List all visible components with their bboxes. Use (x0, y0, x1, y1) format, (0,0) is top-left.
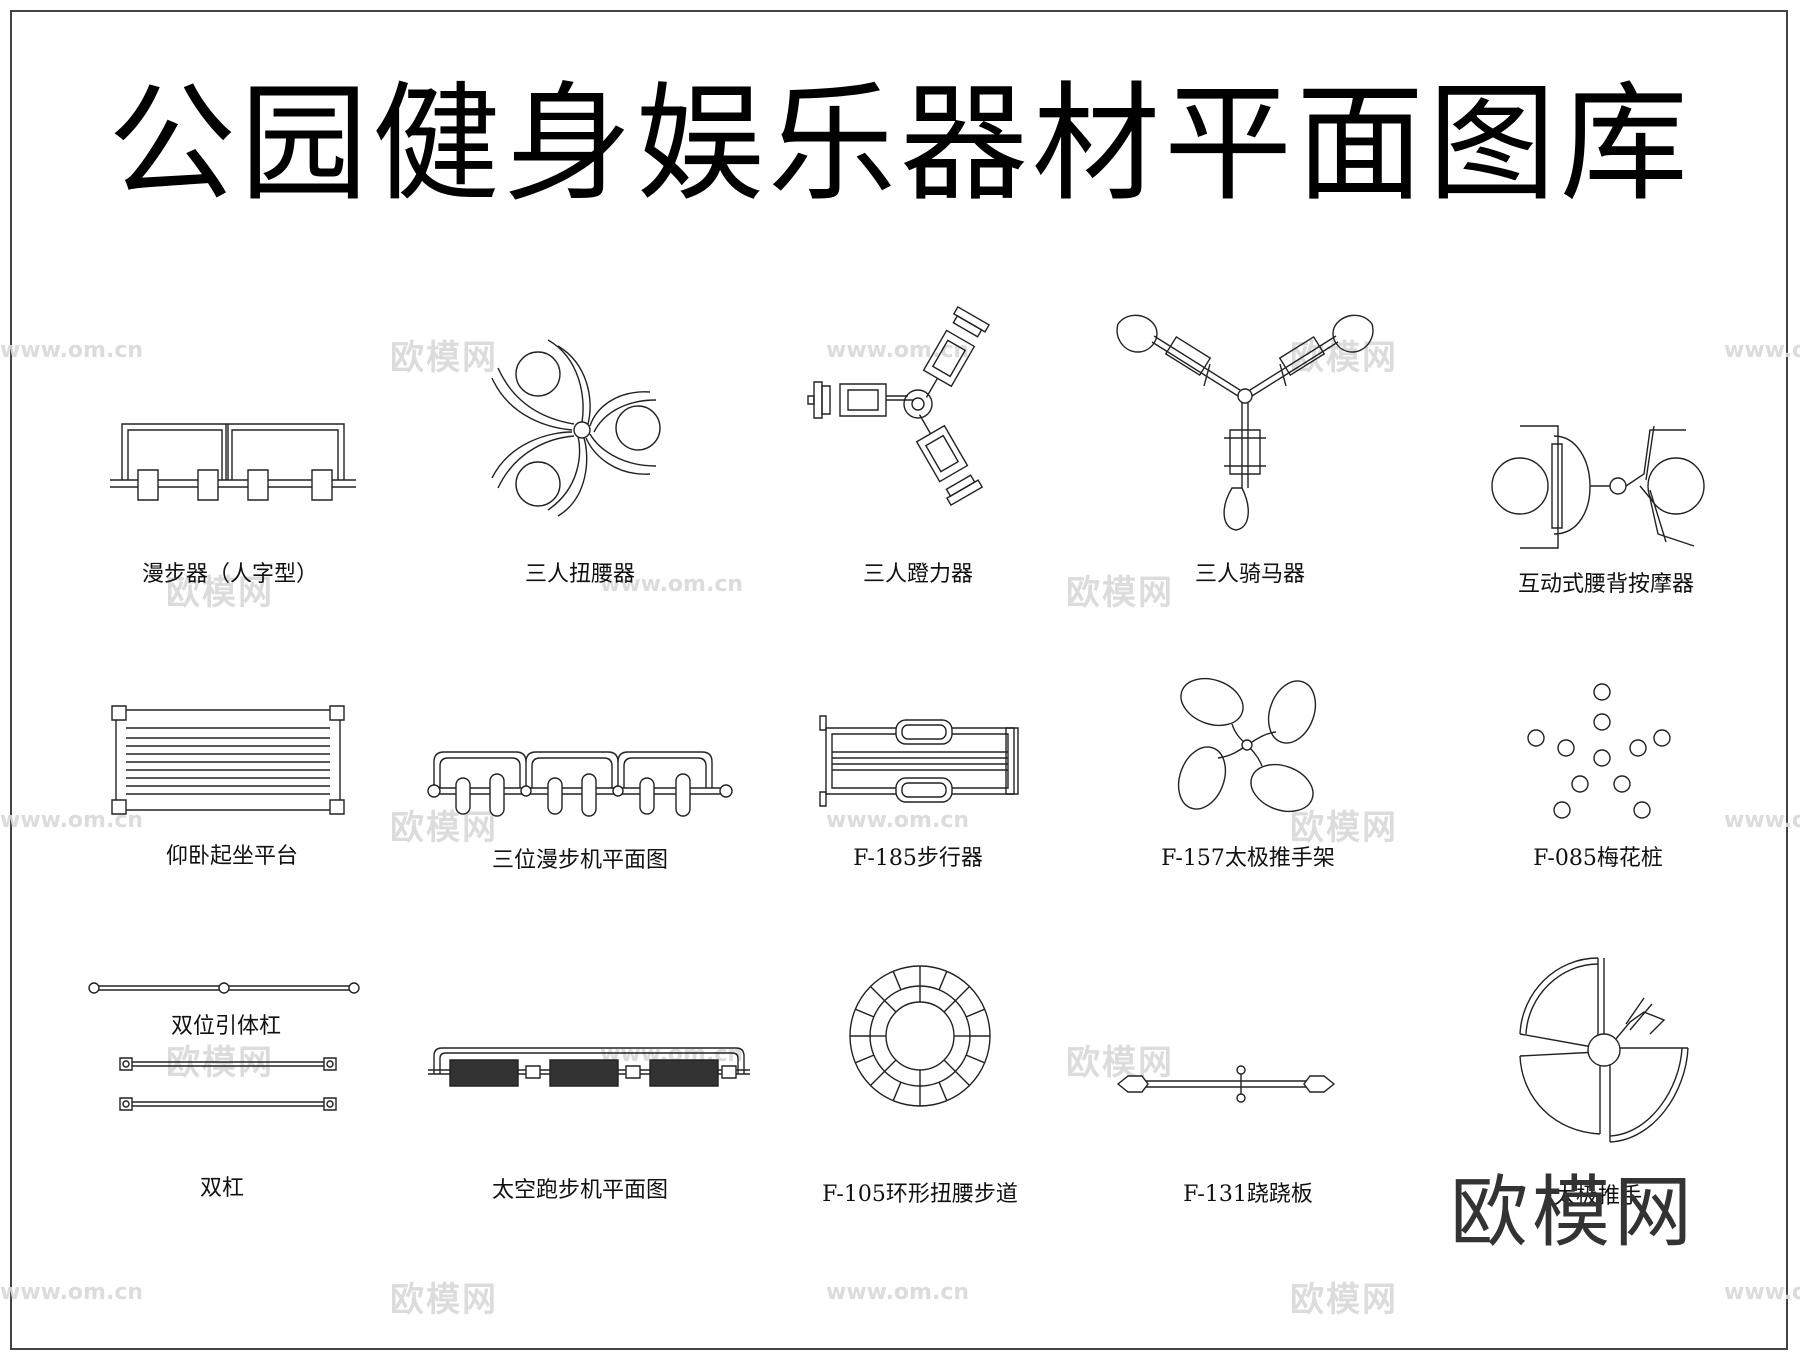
triple-walker-icon (426, 748, 736, 820)
watermark-url: www.om.cn (600, 572, 744, 597)
taichi-pusher-icon (1514, 952, 1694, 1146)
back-massager-icon (1490, 424, 1708, 550)
watermark-text: 欧模网 (166, 573, 274, 613)
watermark-text: 欧模网 (390, 338, 498, 378)
ring-path-icon (846, 962, 994, 1110)
watermark-url: www.om.cn (826, 808, 970, 833)
watermark-url: www.om.cn (1724, 1280, 1800, 1305)
horse-rider-icon (1112, 312, 1378, 548)
watermark-text: 欧模网 (1290, 338, 1398, 378)
item-label: 双位引体杠 (170, 1014, 281, 1039)
drawing-sheet (10, 10, 1788, 1350)
waist-twister-icon (490, 338, 670, 518)
item-label: F-105环形扭腰步道 (822, 1182, 1018, 1207)
item-label: 双杠 (199, 1176, 244, 1201)
item-label: F-185步行器 (853, 846, 983, 871)
item-label: F-157太极推手架 (1161, 846, 1335, 871)
pullup-bar-icon (86, 980, 362, 996)
watermark-text: 欧模网 (1066, 1043, 1174, 1083)
item-label: 三人扭腰器 (524, 562, 635, 587)
watermark-url: www.om.cn (0, 1280, 144, 1305)
watermark-text: 欧模网 (390, 808, 498, 848)
watermark-text: 欧模网 (390, 1280, 498, 1320)
watermark-text: 欧模网 (1290, 1280, 1398, 1320)
watermark-url: www.om.cn (826, 1280, 970, 1305)
watermark-text: 欧模网 (1066, 573, 1174, 613)
page-title: 公园健身娱乐器材平面图库 (107, 70, 1692, 219)
item-label: 三位漫步机平面图 (491, 848, 668, 873)
walker-y-icon (100, 410, 360, 510)
item-label: 太空跑步机平面图 (491, 1178, 668, 1203)
item-label: 三人蹬力器 (862, 562, 973, 587)
item-label: 仰卧起坐平台 (165, 844, 298, 869)
item-label: F-131跷跷板 (1183, 1182, 1313, 1207)
watermark-text: 欧模网 (166, 1043, 274, 1083)
watermark-url: www.om.cn (1724, 338, 1800, 363)
item-label: 太极推手 (1553, 1184, 1642, 1209)
taichi-wheel-icon (1172, 670, 1322, 820)
item-label: 漫步器（人字型） (141, 562, 318, 587)
watermark-url: www.om.cn (1724, 808, 1800, 833)
plum-posts-icon (1522, 678, 1672, 824)
brand-logo: 欧模网 (1449, 1168, 1696, 1258)
item-label: F-085梅花桩 (1533, 846, 1663, 871)
item-label: 互动式腰背按摩器 (1517, 572, 1694, 597)
watermark-url: www.om.cn (826, 338, 970, 363)
space-walker-icon (426, 1044, 752, 1092)
item-label: 三人骑马器 (1194, 562, 1305, 587)
leg-press-icon (808, 300, 1008, 520)
situp-bench-icon (112, 706, 344, 814)
watermark-text: 欧模网 (1290, 808, 1398, 848)
seesaw-icon (1116, 1064, 1336, 1104)
stepper-icon (820, 712, 1020, 812)
watermark-url: www.om.cn (0, 338, 144, 363)
parallel-bars-icon (118, 1056, 338, 1116)
